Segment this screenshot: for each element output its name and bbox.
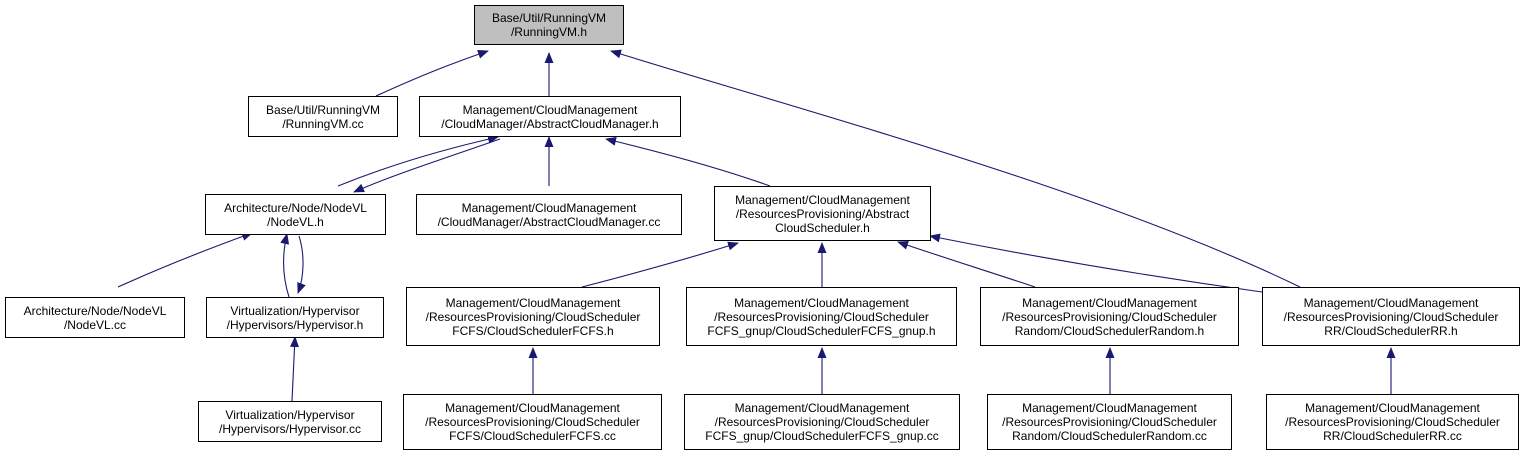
edge (353, 138, 501, 193)
edge (117, 232, 253, 288)
file-node-runningvm-h: Base/Util/RunningVM /RunningVM.h (474, 5, 624, 45)
edge (280, 233, 290, 298)
node-label-line: /Hypervisors/Hypervisor.h (226, 317, 364, 332)
edge (610, 49, 1301, 288)
node-label-line: /CloudManager/AbstractCloudManager.h (441, 116, 659, 131)
node-label-line: /ResourcesProvisioning/CloudScheduler (425, 309, 641, 324)
node-label-line: /ResourcesProvisioning/CloudScheduler (1002, 309, 1217, 324)
node-label-line: Architecture/Node/NodeVL (23, 303, 167, 318)
node-label-line: Random/CloudSchedulerRandom.h (1014, 323, 1205, 338)
node-label-line: Management/CloudManagement (445, 401, 620, 415)
file-node-cloud-scheduler-fcfs-gnup-h[interactable]: Management/CloudManagement /ResourcesPro… (686, 287, 957, 346)
file-node-abstract-cloud-manager-h[interactable]: Management/CloudManagement /CloudManager… (419, 96, 681, 137)
node-label-line: /ResourcesProvisioning/CloudScheduler (714, 415, 930, 429)
file-node-abstract-cloud-manager-cc[interactable]: Management/CloudManagement /CloudManager… (416, 194, 682, 235)
node-label-line: /ResourcesProvisioning/CloudScheduler (425, 415, 640, 429)
node-label-line: CloudScheduler.h (775, 220, 870, 235)
file-node-cloud-scheduler-random-cc[interactable]: Management/CloudManagement /ResourcesPro… (987, 394, 1232, 450)
file-node-nodevl-h[interactable]: Architecture/Node/NodeVL /NodeVL.h (205, 194, 386, 235)
node-label-line: RR/CloudSchedulerRR.cc (1323, 429, 1462, 443)
file-node-abstract-cloud-scheduler-h[interactable]: Management/CloudManagement /ResourcesPro… (714, 186, 931, 241)
edge (897, 240, 1036, 288)
node-label-line: /ResourcesProvisioning/CloudScheduler (714, 309, 929, 324)
node-label-line: Management/CloudManagement (734, 401, 910, 415)
node-label-line: /RunningVM.cc (282, 116, 364, 131)
node-label-line: /NodeVL.h (267, 214, 324, 229)
file-node-cloud-scheduler-random-h[interactable]: Management/CloudManagement /ResourcesPro… (980, 287, 1239, 346)
file-node-hypervisor-h[interactable]: Virtualization/Hypervisor /Hypervisors/H… (206, 297, 384, 338)
node-label-line: /CloudManager/AbstractCloudManager.cc (437, 214, 661, 229)
node-label-line: Management/CloudManagement (1022, 295, 1197, 310)
node-label-line: FCFS/CloudSchedulerFCFS.cc (449, 429, 616, 443)
edge (297, 235, 306, 294)
file-node-cloud-scheduler-fcfs-gnup-cc[interactable]: Management/CloudManagement /ResourcesPro… (684, 394, 960, 450)
edge (929, 233, 1263, 293)
edge (605, 136, 771, 187)
node-label-line: Random/CloudSchedulerRandom.cc (1012, 429, 1207, 443)
file-node-cloud-scheduler-fcfs-h[interactable]: Management/CloudManagement /ResourcesPro… (406, 287, 660, 346)
node-label-line: /Hypervisors/Hypervisor.cc (218, 421, 362, 436)
node-label-line: Virtualization/Hypervisor (230, 303, 360, 318)
node-label-line: FCFS/CloudSchedulerFCFS.h (452, 323, 614, 338)
node-label-line: Architecture/Node/NodeVL (224, 200, 367, 215)
node-label-line: /RunningVM.h (510, 25, 588, 39)
file-node-cloud-scheduler-rr-h[interactable]: Management/CloudManagement /ResourcesPro… (1262, 287, 1520, 346)
file-node-cloud-scheduler-rr-cc[interactable]: Management/CloudManagement /ResourcesPro… (1266, 394, 1519, 450)
node-label-line: Base/Util/RunningVM (265, 102, 381, 117)
file-node-hypervisor-cc[interactable]: Virtualization/Hypervisor /Hypervisors/H… (198, 401, 382, 442)
node-label-line: /ResourcesProvisioning/Abstract (735, 206, 910, 221)
file-node-cloud-scheduler-fcfs-cc[interactable]: Management/CloudManagement /ResourcesPro… (403, 394, 662, 450)
node-label-line: Management/CloudManagement (445, 295, 621, 310)
node-label-line: Management/CloudManagement (1303, 295, 1479, 310)
edge (581, 241, 739, 288)
node-label-line: Virtualization/Hypervisor (225, 407, 355, 422)
node-label-line: Management/CloudManagement (734, 295, 909, 310)
edge (290, 336, 300, 402)
node-label-line: /NodeVL.cc (63, 317, 127, 332)
node-label-line: Management/CloudManagement (462, 102, 638, 117)
node-label-line: FCFS_gnup/CloudSchedulerFCFS_gnup.cc (705, 429, 939, 443)
node-label-line: RR/CloudSchedulerRR.h (1324, 323, 1458, 338)
node-label-line: Management/CloudManagement (461, 200, 637, 215)
node-label-line: Management/CloudManagement (1022, 401, 1197, 415)
node-label-line: /ResourcesProvisioning/CloudScheduler (1285, 415, 1500, 429)
node-label-line: Management/CloudManagement (1305, 401, 1480, 415)
edge (375, 49, 489, 97)
node-label-line: /ResourcesProvisioning/CloudScheduler (1283, 309, 1499, 324)
node-label-line: /ResourcesProvisioning/CloudScheduler (1002, 415, 1217, 429)
file-node-nodevl-cc[interactable]: Architecture/Node/NodeVL /NodeVL.cc (5, 297, 185, 338)
node-label-line: Management/CloudManagement (735, 192, 910, 207)
node-label-line: FCFS_gnup/CloudSchedulerFCFS_gnup.h (707, 323, 936, 338)
file-node-runningvm-cc[interactable]: Base/Util/RunningVM /RunningVM.cc (248, 96, 398, 137)
node-label-line: Base/Util/RunningVM (491, 11, 607, 25)
edge (337, 134, 499, 187)
